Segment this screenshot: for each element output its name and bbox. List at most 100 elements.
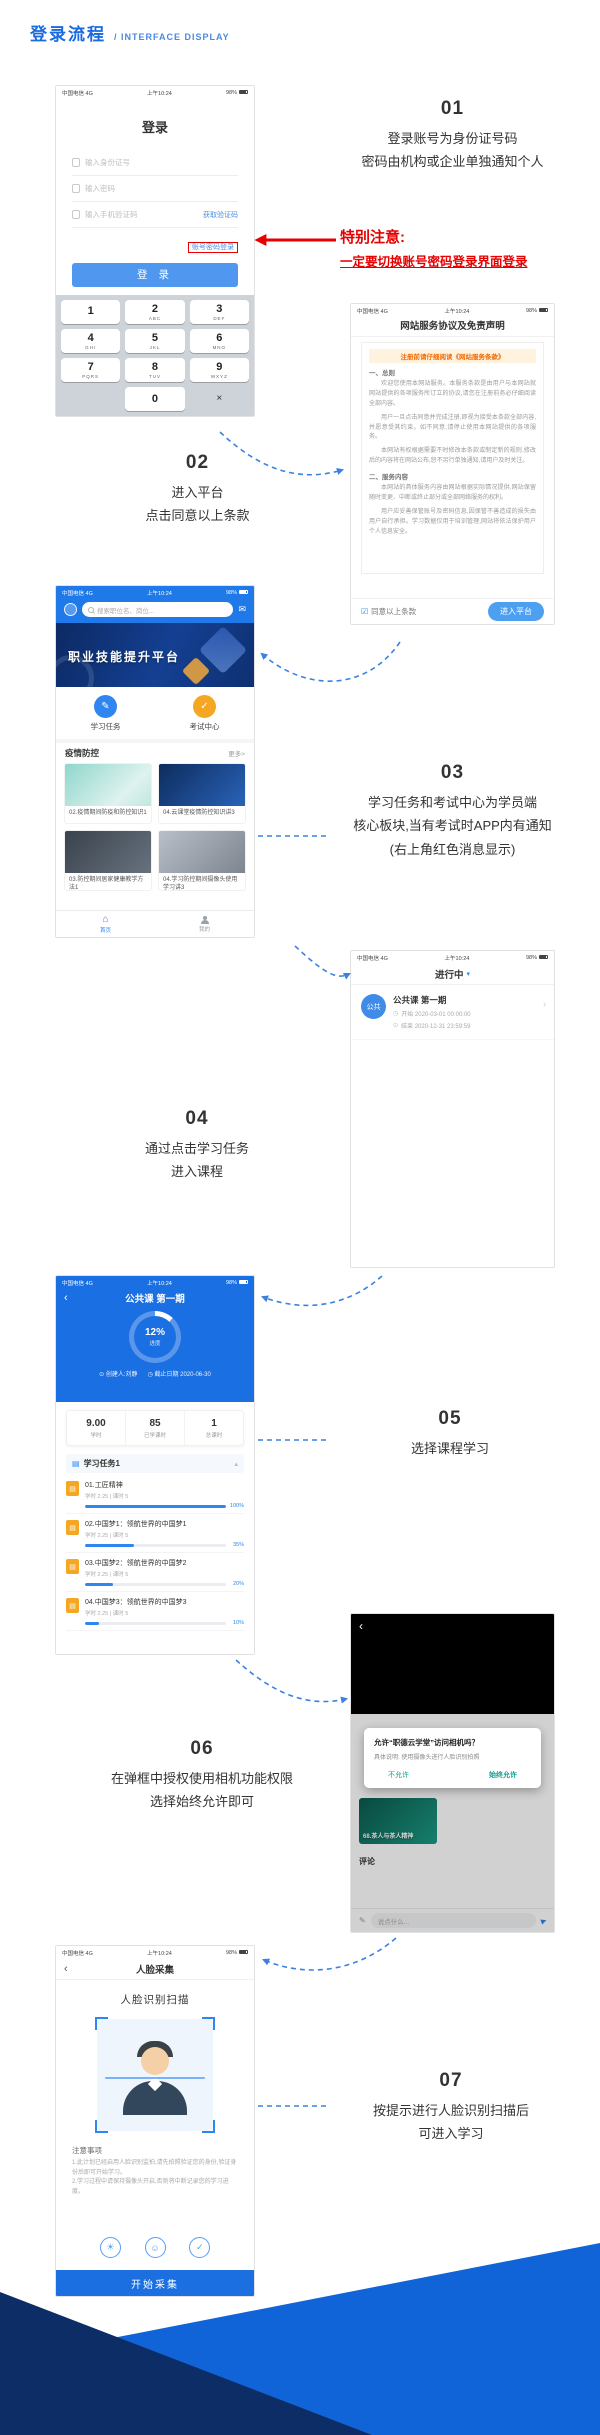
battery-icon (238, 589, 248, 594)
login-button[interactable]: 登 录 (72, 263, 238, 287)
video-area[interactable]: ‹ (351, 1614, 554, 1714)
back-icon[interactable]: ‹ (64, 1963, 68, 1975)
tab-mine[interactable]: 我的 (155, 911, 254, 937)
status-bar: 中国电信 4G 上午10:24 98% (56, 586, 254, 599)
backspace-icon: × (216, 393, 223, 404)
password-input[interactable]: 输入密码 (72, 176, 238, 202)
more-link[interactable]: 更多> (228, 751, 245, 758)
carrier-label: 中国电信 4G (357, 308, 388, 315)
course-card[interactable]: 04.学习防控期间摄像头使用学习讲3 (158, 830, 246, 891)
exam-icon: ✓ (193, 694, 216, 718)
course-card[interactable]: 04.云课堂疫情防控知识讲3 (158, 763, 246, 824)
switch-account-login-link[interactable]: 账号密码登录 (188, 242, 238, 253)
exam-center-button[interactable]: ✓ 考试中心 (155, 687, 254, 739)
study-task-button[interactable]: ✎ 学习任务 (56, 687, 155, 739)
agreement-title: 网站服务协议及免责声明 (351, 317, 554, 337)
deny-button[interactable]: 不允许 (388, 1772, 409, 1779)
clock-label: 上午10:24 (147, 1950, 172, 1957)
doc-icon: ▤ (66, 1520, 79, 1535)
step-text: 密码由机构或企业单独通知个人 (361, 154, 544, 170)
study-icon: ✎ (94, 694, 117, 718)
agreement-body[interactable]: 注册前请仔细阅读《网站服务条款》 一、总则 欢迎您使用本网站服务。本服务条款是由… (361, 342, 544, 574)
carrier-label: 中国电信 4G (62, 590, 93, 597)
page-subtitle: / INTERFACE DISPLAY (114, 32, 230, 42)
key-0[interactable]: 0 (125, 387, 185, 411)
course-image (159, 764, 245, 806)
task-group-header[interactable]: ▤ 学习任务1 ▴ (66, 1454, 244, 1473)
status-bar: 中国电信 4G 上午10:24 98% (56, 86, 254, 99)
id-placeholder: 输入身份证号 (85, 158, 130, 167)
camera-permission-dialog: 允许“职德云学堂”访问相机吗？ 具体说明: 使用摄像头进行人脸识别拍照 不允许 … (364, 1728, 541, 1788)
lesson-row[interactable]: ▤ 03.中国梦2：领航世界的中国梦2 学时 2.25 | 课时 5 20 (66, 1553, 244, 1592)
task-filter-header[interactable]: 进行中 ▾ (351, 964, 554, 985)
course-creator: ⊙ 创建人:刘静 (99, 1372, 138, 1378)
status-bar: 中国电信 4G 上午10:24 98% (56, 1276, 254, 1289)
task-badge: 公共 (361, 994, 386, 1019)
backspace-key[interactable]: × (190, 387, 249, 411)
get-code-button[interactable]: 获取验证码 (203, 211, 238, 219)
agreement-paragraph: 欢迎您使用本网站服务。本服务条款是由用户与本网站就网站提供的各项服务所订立的协议… (369, 381, 536, 407)
check-icon: ✓ (189, 2237, 211, 2258)
agree-checkbox[interactable]: ☑同意以上条款 (361, 606, 416, 617)
agreement-section-title: 二、服务内容 (369, 474, 408, 482)
enter-platform-button[interactable]: 进入平台 (488, 602, 544, 621)
dialog-body: 具体说明: 使用摄像头进行人脸识别拍照 (374, 1755, 480, 1761)
step-04: 04 通过点击学习任务 进入课程 (92, 1108, 302, 1184)
progress-percent: 12% (144, 1327, 165, 1338)
page-header: 登录流程 / INTERFACE DISPLAY (30, 20, 230, 45)
message-icon[interactable]: ✉ (238, 604, 246, 614)
chevron-right-icon: › (543, 999, 546, 1009)
lesson-row[interactable]: ▤ 04.中国梦3：领航世界的中国梦3 学时 2.25 | 课时 5 10 (66, 1592, 244, 1631)
comment-input[interactable]: 说点什么... (370, 1913, 536, 1928)
progress-bar (85, 1621, 226, 1625)
back-icon[interactable]: ‹ (64, 1291, 68, 1304)
back-icon[interactable]: ‹ (359, 1619, 363, 1633)
doc-icon: ▤ (66, 1598, 79, 1613)
tab-home[interactable]: ⌂首页 (99, 913, 111, 934)
lesson-row[interactable]: ▤ 02.中国梦1：领航世界的中国梦1 学时 2.25 | 课时 5 35 (66, 1514, 244, 1553)
agreement-paragraph: 用户一旦点击同意并完成注册,即视为接受本条款全部内容,并愿意受其约束。如不同意,… (369, 414, 536, 441)
step-number: 05 (438, 1408, 462, 1429)
agree-label: 同意以上条款 (371, 607, 417, 616)
allow-button[interactable]: 始终允许 (489, 1772, 517, 1779)
scan-line (105, 2077, 205, 2079)
step-text: 学习任务和考试中心为学员端 (367, 795, 537, 810)
page-title: 登录流程 (30, 25, 106, 44)
key-1[interactable]: 1 (61, 300, 121, 324)
frame-corner (95, 2120, 108, 2133)
progress-bar (85, 1504, 226, 1508)
lesson-card[interactable]: 68.茶人与茶人精神 (359, 1798, 437, 1844)
sms-code-input[interactable]: 输入手机验证码 获取验证码 (72, 202, 238, 228)
task-end-date: 结束 2020-12-31 23:59:59 (401, 1024, 471, 1030)
banner[interactable]: 职业技能提升平台 (56, 623, 254, 687)
course-card[interactable]: 03.防控期间居家健康教学方法1 (64, 830, 152, 891)
battery-icon (238, 1949, 248, 1954)
step-text: 登录账号为身份证号码 (387, 131, 518, 146)
key-empty (61, 387, 120, 411)
target-icon: ⊙ (393, 1023, 399, 1029)
special-note-text: 一定要切换账号密码登录界面登录 (340, 255, 528, 269)
course-title: 02.疫情期间防疫和防控知识1 (69, 810, 147, 816)
lesson-row[interactable]: ▤ 01.工匠精神 学时 2.25 | 课时 5 100 (66, 1475, 244, 1514)
screen-home: 中国电信 4G 上午10:24 98% 搜索职位名、岗位... ✉ 职业技能提升… (55, 585, 255, 938)
id-input[interactable]: 输入身份证号 (72, 150, 238, 176)
task-item[interactable]: 公共 公共课 第一期 ◷开始 2020-03-01 00:00:00 ⊙结束 2… (351, 985, 554, 1040)
search-input[interactable]: 搜索职位名、岗位... (82, 602, 234, 617)
lesson-title: 68.茶人与茶人精神 (363, 1834, 414, 1840)
avatar[interactable] (64, 603, 77, 616)
start-capture-button[interactable]: 开始采集 (56, 2270, 254, 2296)
course-card[interactable]: 02.疫情期间防疫和防控知识1 (64, 763, 152, 824)
notice-title: 注意事项 (72, 2146, 102, 2155)
step-number: 01 (440, 98, 465, 119)
